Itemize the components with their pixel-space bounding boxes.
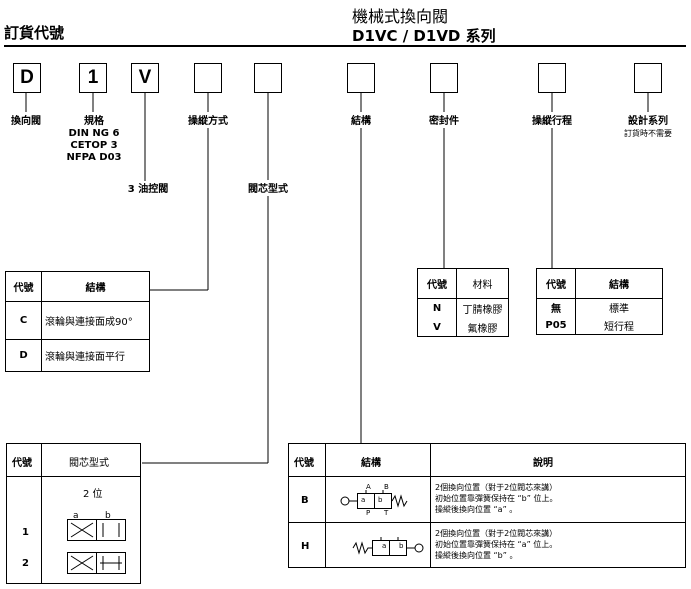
structure-desc-b: 2個換向位置（對于2位閥芯來講） 初始位置靠彈簧保持在 “b” 位上。 操縱後換… (435, 483, 558, 514)
seal-table-code: N (417, 298, 457, 319)
structure-symbol-h (352, 537, 424, 556)
spool-table-code: 1 (22, 527, 29, 538)
page-title: 機械式換向閥 (352, 7, 449, 26)
stroke-table: 代號 結構 無 標準 P05 短行程 (536, 268, 663, 335)
structure-table-divider (289, 522, 685, 523)
seal-table-material: 氟橡膠 (456, 318, 509, 337)
structure-table-header-structure: 結構 (361, 458, 381, 469)
op-table-desc: 滾輪與連接面平行 (41, 339, 150, 372)
code-box-2: 1 (79, 63, 107, 93)
structure-symbol-b (340, 490, 408, 509)
stroke-table-code: P05 (536, 316, 576, 335)
label-directional-valve: 換向閥 (11, 116, 41, 127)
spool-port-a-label: a (73, 511, 79, 521)
structure-table-divider (325, 444, 326, 567)
label-design: 設計系列 訂貨時不需要 (624, 116, 672, 138)
spool-table-header-code: 代號 (12, 458, 32, 469)
spool-port-b-label: b (105, 511, 111, 521)
stroke-table-code: 無 (536, 298, 576, 317)
spool-table-code: 2 (22, 558, 29, 569)
code-box-9 (634, 63, 662, 93)
code-box-6 (347, 63, 375, 93)
symbol-b-port-P: P (366, 509, 371, 517)
code-box-4 (194, 63, 222, 93)
label-operation: 操縱方式 (188, 116, 228, 127)
structure-table-divider (289, 476, 685, 477)
spool-symbol-1 (67, 519, 126, 541)
header-rule (4, 45, 686, 47)
code-box-3: V (131, 63, 159, 93)
label-seal: 密封件 (429, 116, 459, 127)
seal-table-material: 丁腈橡膠 (456, 298, 509, 319)
symbol-b-pos-b: b (378, 496, 383, 504)
op-table-desc: 滾輪與連接面成90° (41, 301, 150, 340)
label-spool-type: 閥芯型式 (248, 184, 288, 195)
seal-table: 代號 材料 N 丁腈橡膠 V 氟橡膠 (417, 268, 509, 337)
structure-table-header-code: 代號 (294, 458, 314, 469)
spool-symbol-2 (67, 552, 126, 574)
stroke-table-desc: 標準 (575, 298, 663, 317)
code-box-5 (254, 63, 282, 93)
structure-table-divider (430, 444, 431, 567)
spool-table-divider (7, 476, 140, 477)
label-structure: 結構 (351, 116, 371, 127)
code-box-1: D (13, 63, 41, 93)
symbol-b-port-T: T (384, 509, 389, 517)
structure-desc-h: 2個換向位置（對于2位閥芯來講） 初始位置靠彈簧保持在 “a” 位上。 操縱後換… (435, 529, 558, 560)
symbol-b-port-A: A (366, 483, 371, 491)
structure-table-header-description: 說明 (533, 458, 553, 469)
symbol-h-pos-a: a (382, 542, 387, 550)
op-table-header-structure: 結構 (41, 271, 150, 302)
page-subtitle: D1VC / D1VD 系列 (352, 27, 496, 45)
seal-table-header-code: 代號 (417, 268, 457, 299)
label-size: 規格 DIN NG 6 CETOP 3 NFPA D03 (66, 116, 122, 163)
operation-table: 代號 結構 C 滾輪與連接面成90° D 滾輪與連接面平行 (5, 271, 150, 372)
stroke-table-desc: 短行程 (575, 316, 663, 335)
op-table-code: D (5, 339, 42, 372)
symbol-b-port-B: B (384, 483, 389, 491)
spool-table-divider (41, 444, 42, 583)
seal-table-header-material: 材料 (456, 268, 509, 299)
spool-table-header-type: 閥芯型式 (69, 458, 109, 469)
code-box-7 (430, 63, 458, 93)
op-table-header-code: 代號 (5, 271, 42, 302)
spool-two-position-label: 2 位 (83, 489, 103, 500)
code-box-8 (538, 63, 566, 93)
stroke-table-header-structure: 結構 (575, 268, 663, 299)
symbol-b-pos-a: a (361, 496, 366, 504)
label-oil-control-valve: 3 油控閥 (127, 184, 169, 195)
structure-table: 代號 結構 說明 B H 2個換向位置（對于2位閥芯來講） 初始位置靠彈簧保持在… (288, 443, 686, 568)
stroke-table-header-code: 代號 (536, 268, 576, 299)
op-table-code: C (5, 301, 42, 340)
structure-table-code: B (301, 495, 309, 506)
label-stroke: 操縱行程 (532, 116, 572, 127)
symbol-h-pos-b: b (399, 542, 404, 550)
structure-table-code: H (301, 541, 310, 552)
seal-table-code: V (417, 318, 457, 337)
spool-table: 代號 閥芯型式 2 位 a b 1 2 (6, 443, 141, 584)
order-code-title: 訂貨代號 (4, 24, 65, 42)
